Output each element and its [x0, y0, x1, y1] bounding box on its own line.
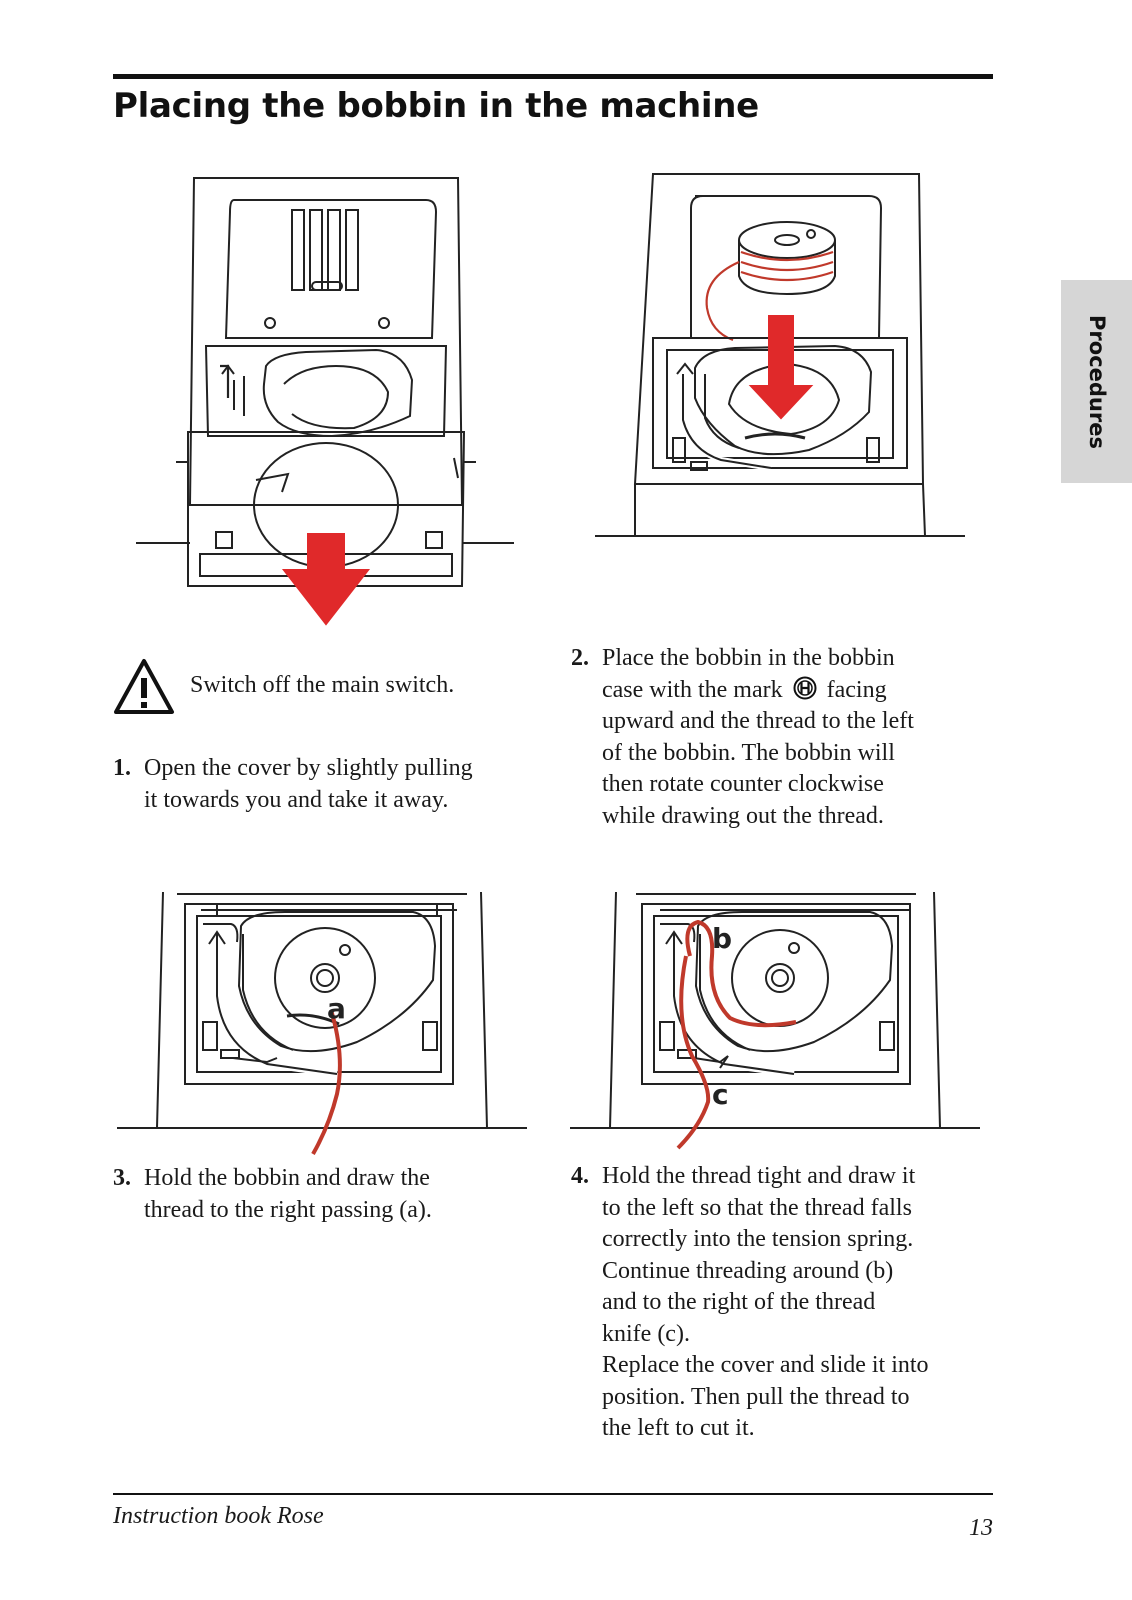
step-number: 2. — [571, 645, 589, 671]
step-line-part: facing — [826, 676, 887, 703]
step-4: 4. Hold the thread tight and draw it to … — [571, 1161, 1011, 1445]
step-line: then rotate counter clockwise — [602, 771, 884, 797]
footer-title: Instruction book Rose — [113, 1503, 324, 1529]
side-tab: Procedures — [1061, 280, 1132, 483]
step-number: 1. — [113, 755, 131, 781]
step-line: position. Then pull the thread to — [602, 1383, 910, 1410]
warning-triangle-icon — [114, 659, 174, 714]
step-line: upward and the thread to the left — [602, 708, 914, 734]
figure-3-draw-thread-right: a — [117, 886, 529, 1156]
step-line: correctly into the tension spring. — [602, 1226, 914, 1252]
step-line: Continue threading around (b) — [602, 1257, 894, 1284]
side-tab-label: Procedures — [1084, 314, 1109, 449]
figure-label-c: c — [712, 1078, 729, 1111]
figure-1-open-cover — [136, 170, 516, 630]
step-number: 3. — [113, 1165, 131, 1191]
step-1: 1. Open the cover by slightly pulling it… — [113, 753, 553, 816]
step-line: thread to the right passing (a). — [144, 1196, 432, 1223]
warning-notice: Switch off the main switch. — [113, 656, 553, 722]
figure-label-b: b — [712, 922, 732, 955]
page-title: Placing the bobbin in the machine — [113, 86, 759, 126]
figure-2-place-bobbin — [595, 168, 975, 548]
step-line: Replace the cover and slide it into — [602, 1352, 929, 1378]
figure-4-tension-spring: b c — [570, 886, 982, 1156]
step-line-part: case with the mark — [602, 676, 783, 703]
step-line: while drawing out the thread. — [602, 802, 884, 829]
warning-text: Switch off the main switch. — [190, 672, 455, 698]
step-line: Hold the thread tight and draw it — [602, 1163, 916, 1189]
figure-label-a: a — [327, 992, 346, 1025]
step-line: Open the cover by slightly pulling — [144, 755, 473, 781]
step-line: of the bobbin. The bobbin will — [602, 739, 895, 766]
step-line: the left to cut it. — [602, 1415, 755, 1441]
husqvarna-h-mark-icon — [793, 676, 817, 699]
step-line: to the left so that the thread falls — [602, 1194, 912, 1221]
step-line: and to the right of the thread — [602, 1289, 876, 1315]
page-number: 13 — [969, 1515, 993, 1541]
step-line: Hold the bobbin and draw the — [144, 1165, 430, 1191]
step-number: 4. — [571, 1163, 589, 1189]
step-line: Place the bobbin in the bobbin — [602, 645, 895, 671]
step-line: it towards you and take it away. — [144, 786, 449, 813]
top-rule — [113, 74, 993, 79]
step-line: knife (c). — [602, 1320, 690, 1347]
step-3: 3. Hold the bobbin and draw the thread t… — [113, 1163, 553, 1226]
bottom-rule — [113, 1493, 993, 1495]
step-2: 2. Place the bobbin in the bobbin case w… — [571, 643, 1001, 832]
